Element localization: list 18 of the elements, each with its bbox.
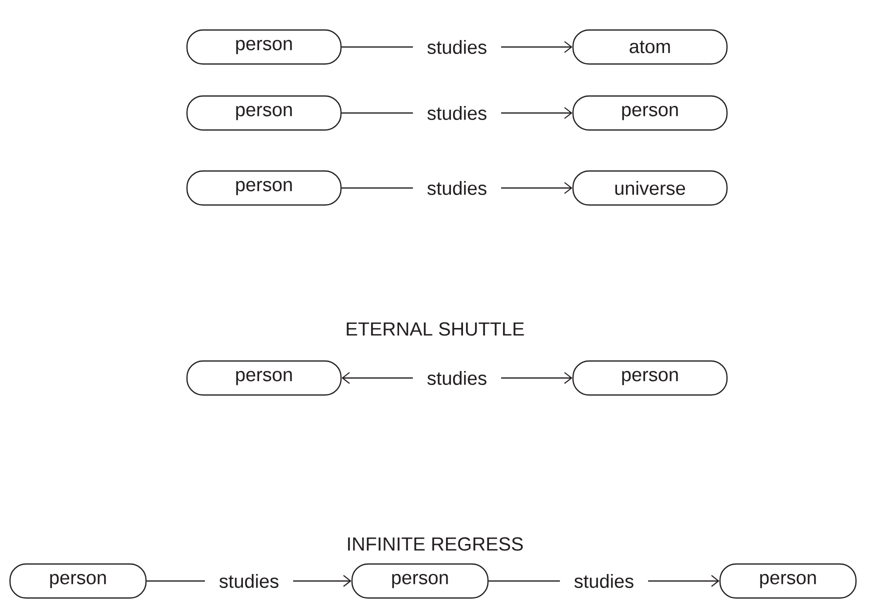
rounded-box: atom: [572, 29, 728, 65]
edge-label: studies: [560, 572, 648, 590]
edge-label: studies: [204, 572, 294, 590]
rounded-box: person: [186, 29, 342, 65]
rounded-box: person: [186, 360, 342, 396]
rounded-box: person: [186, 170, 342, 206]
edge-label: studies: [412, 38, 502, 56]
rounded-box: universe: [572, 170, 728, 206]
rounded-box: person: [572, 360, 728, 396]
rounded-box: person: [186, 95, 342, 131]
rounded-box: person: [351, 563, 489, 599]
rounded-box: person: [719, 563, 857, 599]
rounded-box: person: [9, 563, 147, 599]
edge-label: studies: [412, 179, 502, 197]
section-heading: ETERNAL SHUTTLE: [346, 322, 524, 336]
edge-label: studies: [412, 104, 502, 122]
rounded-box: person: [572, 95, 728, 131]
edge-label: studies: [412, 369, 502, 387]
